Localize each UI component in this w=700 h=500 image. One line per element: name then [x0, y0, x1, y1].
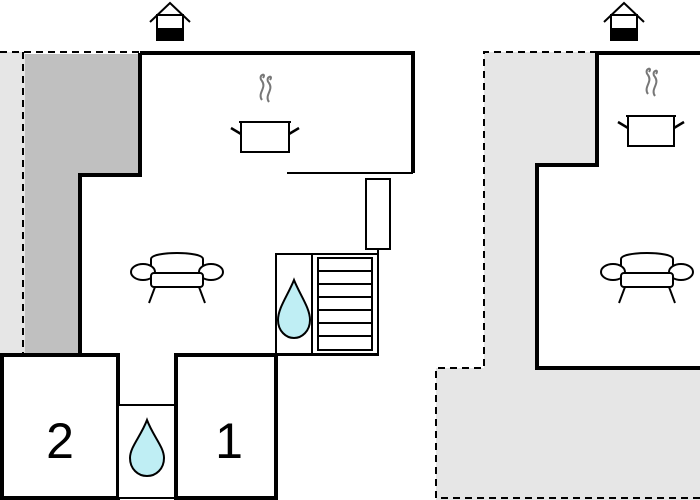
right-unit — [435, 1, 700, 500]
room-label-2: 2 — [46, 413, 74, 469]
left-unit: 2 1 — [0, 1, 415, 500]
radiator-icon — [365, 178, 391, 250]
outdoor-area-right-dashed-edge — [435, 51, 700, 499]
wall-outline-left — [78, 51, 415, 355]
wall-outline-right — [535, 51, 700, 370]
room-label-1: 1 — [215, 413, 243, 469]
entrance-icon — [149, 1, 191, 41]
bathroom-shower-drop-icon — [128, 417, 166, 478]
shower-drop-icon — [276, 277, 312, 340]
kitchen-pot-icon — [230, 73, 300, 153]
kitchen-pot-icon-right — [617, 67, 685, 147]
stairs-icon — [311, 253, 379, 355]
terrace-dark — [25, 54, 138, 353]
sofa-icon-right — [600, 252, 694, 304]
outdoor-area-right — [436, 52, 700, 500]
sofa-icon — [130, 252, 224, 304]
bedroom-1 — [174, 353, 278, 500]
entrance-icon-right — [603, 1, 645, 41]
outdoor-area-left — [0, 52, 25, 355]
